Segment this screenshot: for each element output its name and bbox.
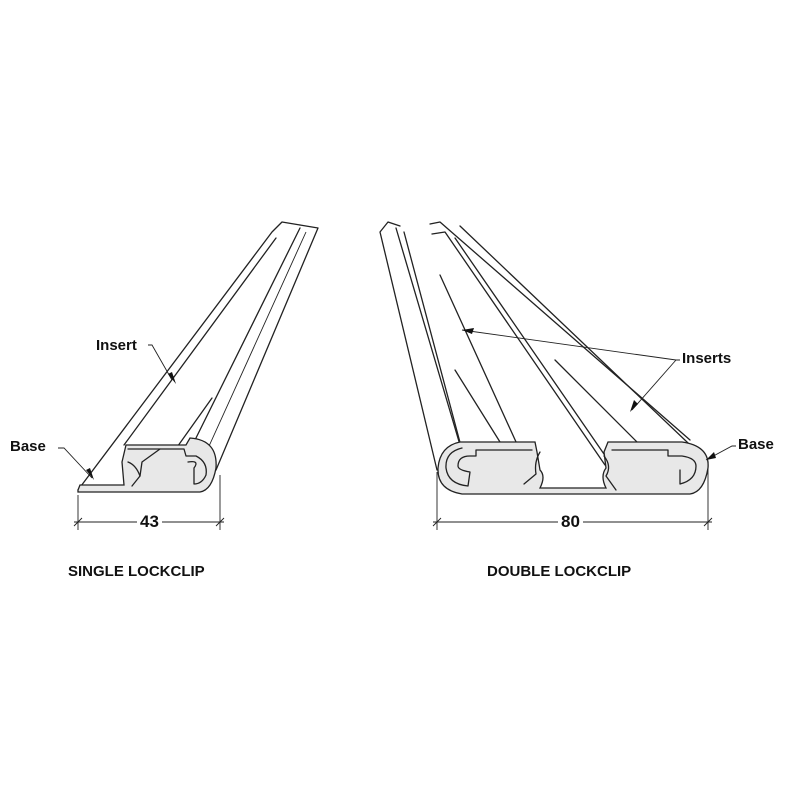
double-width-dimension: 80: [558, 512, 583, 532]
single-lockclip-drawing: [58, 221, 319, 530]
double-lockclip-title: DOUBLE LOCKCLIP: [487, 563, 632, 580]
single-base-callout: Base: [10, 438, 46, 455]
single-width-dimension: 43: [137, 512, 162, 532]
single-lockclip-title: SINGLE LOCKCLIP: [68, 563, 205, 580]
double-lockclip-drawing: [379, 221, 736, 530]
double-base-callout: Base: [738, 436, 774, 453]
inserts-callout: Inserts: [682, 350, 732, 367]
insert-callout: Insert: [96, 337, 137, 354]
